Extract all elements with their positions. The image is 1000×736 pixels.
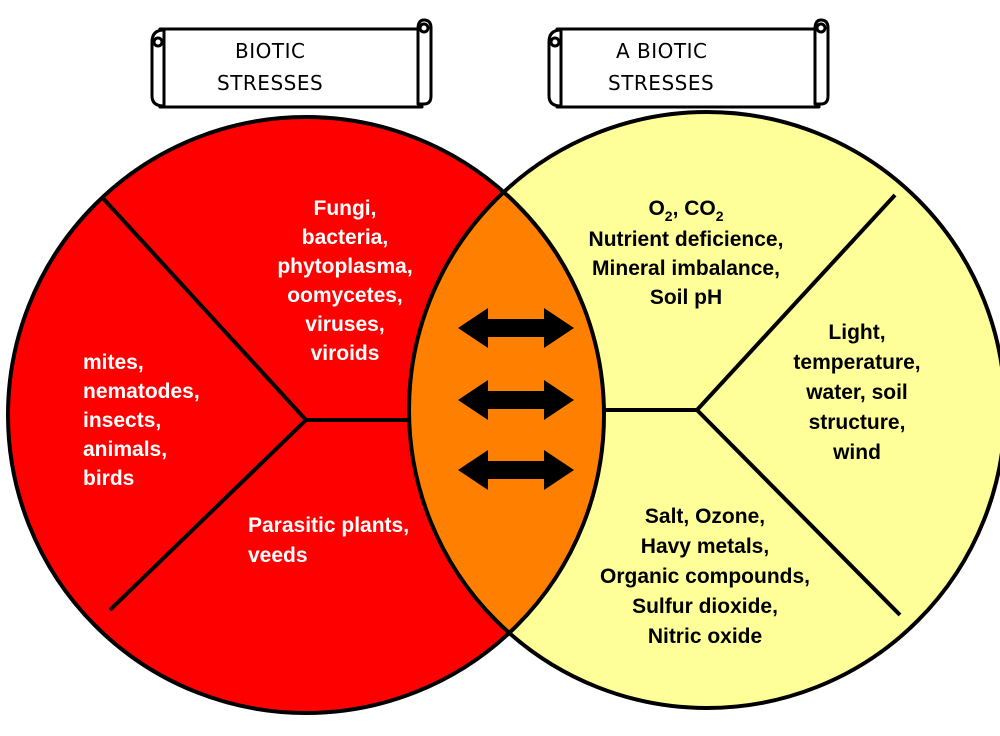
physical-line: wind bbox=[832, 441, 881, 464]
biotic-animals-label: mites, nematodes, insects, animals, bird… bbox=[83, 351, 200, 490]
banner-left-curl bbox=[547, 28, 563, 108]
pathogens-line: viroids bbox=[311, 342, 380, 365]
biotic-banner-line1: BIOTIC bbox=[235, 39, 305, 63]
biotic-plants-label: Parasitic plants, veeds bbox=[248, 514, 409, 567]
double-headed-arrow-icon bbox=[458, 308, 574, 348]
abiotic-circle-outline bbox=[407, 110, 1000, 710]
physical-line: water, soil bbox=[805, 381, 908, 404]
overlap-region bbox=[409, 117, 604, 708]
biotic-banner-line2: STRESSES bbox=[217, 71, 323, 95]
banner-right-curl bbox=[813, 18, 830, 106]
banner-right-curl bbox=[416, 18, 433, 106]
animals-line: animals, bbox=[83, 438, 167, 461]
physical-line: structure, bbox=[809, 411, 906, 434]
abiotic-dividers bbox=[590, 193, 902, 617]
chemicals-line: Sulfur dioxide, bbox=[632, 595, 778, 618]
scroll-banner-icon bbox=[150, 18, 433, 109]
pathogens-line: bacteria, bbox=[302, 226, 388, 249]
biotic-circle-outline bbox=[6, 115, 606, 715]
double-headed-arrow-icon bbox=[458, 450, 574, 490]
animals-line: birds bbox=[83, 467, 134, 490]
gases-line: O2, CO2 bbox=[648, 197, 723, 224]
chemicals-line: Nitric oxide bbox=[648, 625, 762, 648]
nutrients-line: Soil pH bbox=[650, 286, 722, 309]
chemicals-line: Havy metals, bbox=[641, 535, 769, 558]
biotic-banner: BIOTIC STRESSES bbox=[150, 18, 433, 109]
banner-right-knob bbox=[418, 22, 430, 34]
banner-right-knob bbox=[815, 22, 827, 34]
abiotic-chemicals-label: Salt, Ozone, Havy metals, Organic compou… bbox=[600, 505, 810, 648]
animals-line: insects, bbox=[83, 409, 161, 432]
abiotic-banner: A BIOTIC STRESSES bbox=[547, 18, 830, 109]
plants-line: Parasitic plants, bbox=[248, 514, 409, 537]
pathogens-line: phytoplasma, bbox=[277, 255, 412, 278]
overlap-fill bbox=[409, 117, 604, 708]
abiotic-nutrients-label: O2, CO2 Nutrient deficience, Mineral imb… bbox=[589, 197, 784, 309]
physical-line: temperature, bbox=[793, 351, 920, 374]
abiotic-banner-line1: A BIOTIC bbox=[616, 39, 707, 63]
chemicals-line: Organic compounds, bbox=[600, 565, 810, 588]
animals-line: nematodes, bbox=[83, 380, 200, 403]
banner-left-curl bbox=[150, 28, 166, 108]
nutrients-line: Mineral imbalance, bbox=[592, 257, 780, 280]
pathogens-line: oomycetes, bbox=[287, 284, 403, 307]
animals-line: mites, bbox=[83, 351, 144, 374]
plants-line: veeds bbox=[248, 544, 308, 567]
biotic-dividers bbox=[98, 193, 425, 612]
abiotic-banner-line2: STRESSES bbox=[608, 71, 714, 95]
biotic-pathogens-label: Fungi, bacteria, phytoplasma, oomycetes,… bbox=[277, 197, 412, 365]
nutrients-line: Nutrient deficience, bbox=[589, 228, 784, 251]
physical-line: Light, bbox=[828, 321, 885, 344]
interaction-arrows bbox=[458, 308, 574, 490]
chemicals-line: Salt, Ozone, bbox=[645, 505, 765, 528]
banner-left-knob bbox=[549, 36, 561, 48]
pathogens-line: Fungi, bbox=[314, 197, 377, 220]
abiotic-physical-label: Light, temperature, water, soil structur… bbox=[793, 321, 920, 464]
scroll-banner-icon bbox=[547, 18, 830, 109]
banner-left-knob bbox=[152, 36, 164, 48]
double-headed-arrow-icon bbox=[458, 380, 574, 420]
banner-body bbox=[158, 27, 424, 109]
pathogens-line: viruses, bbox=[305, 313, 384, 336]
